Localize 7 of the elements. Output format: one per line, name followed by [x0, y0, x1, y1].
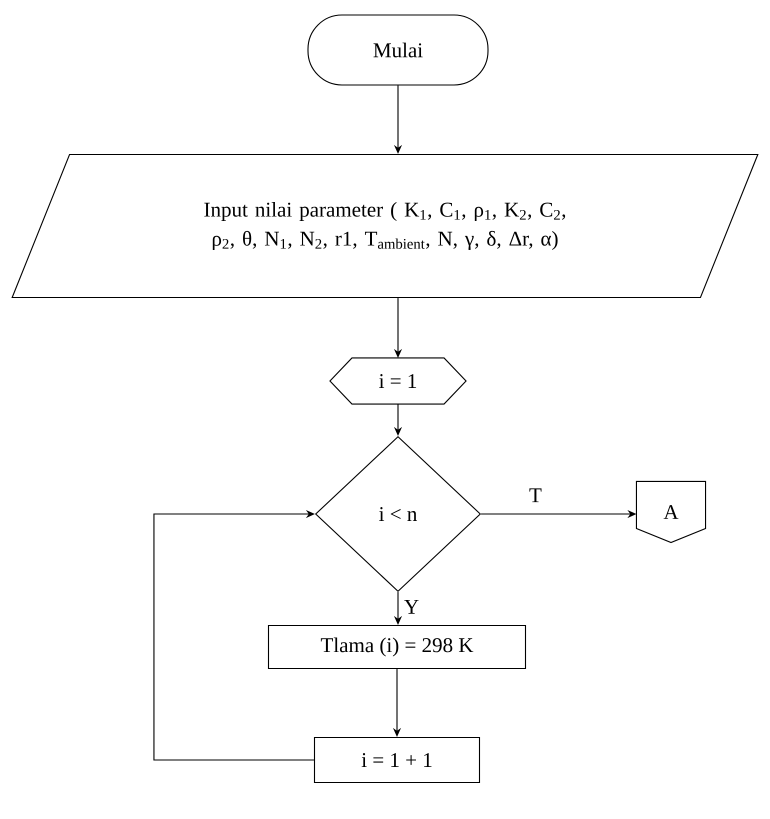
edge-label: T — [528, 487, 543, 504]
process-box: i = 1 + 1 — [314, 736, 480, 784]
offpage-connector: A — [636, 480, 706, 544]
preparation-hexagon: i = 1 — [329, 357, 467, 405]
process-box: Tlama (i) = 298 K — [268, 624, 526, 670]
edge-label: Y — [402, 598, 420, 615]
start-terminator: Mulai — [307, 14, 489, 86]
